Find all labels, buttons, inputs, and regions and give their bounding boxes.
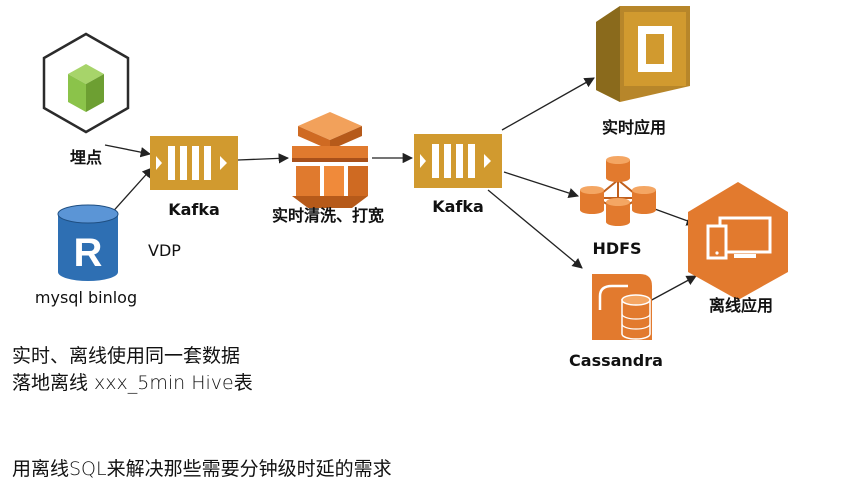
stacked-layers-icon [292, 112, 368, 208]
note-line-2: 落地离线 xxx_5min Hive表 [12, 372, 253, 394]
cassandra-label: Cassandra [569, 351, 663, 370]
database-icon [592, 274, 652, 340]
arrow-kafka2-to-hdfs [503, 171, 579, 199]
realtime-app-label: 实时应用 [602, 118, 666, 137]
mysql-label: mysql binlog [35, 288, 137, 307]
cluster-icon [580, 156, 656, 226]
column-icon [596, 6, 690, 102]
arrow-cassandra-to-offline [647, 275, 697, 303]
svg-text:R: R [74, 231, 103, 275]
arrow-kafka1-to-etl [237, 153, 290, 164]
kafka1-label: Kafka [168, 200, 220, 219]
devices-icon [688, 182, 788, 300]
cube-icon [42, 32, 130, 134]
arrow-kafka2-to-realtime [501, 77, 595, 131]
note-line-3: 用离线SQL来解决那些需要分钟级时延的需求 [12, 458, 392, 480]
kafka2-label: Kafka [432, 197, 484, 216]
hdfs-label: HDFS [592, 239, 641, 258]
etl-label: 实时清洗、打宽 [272, 206, 384, 225]
arrow-kafka2-to-cassandra [487, 189, 583, 269]
offline-app-label: 离线应用 [709, 296, 773, 315]
vdp-label: VDP [148, 241, 181, 260]
tracking-label: 埋点 [70, 148, 102, 167]
database-r-icon: R [57, 204, 119, 281]
note-line-1: 实时、离线使用同一套数据 [12, 345, 241, 367]
arrow-tracking-to-kafka1 [104, 144, 152, 158]
queue-icon [150, 136, 238, 190]
queue-icon [414, 134, 502, 188]
